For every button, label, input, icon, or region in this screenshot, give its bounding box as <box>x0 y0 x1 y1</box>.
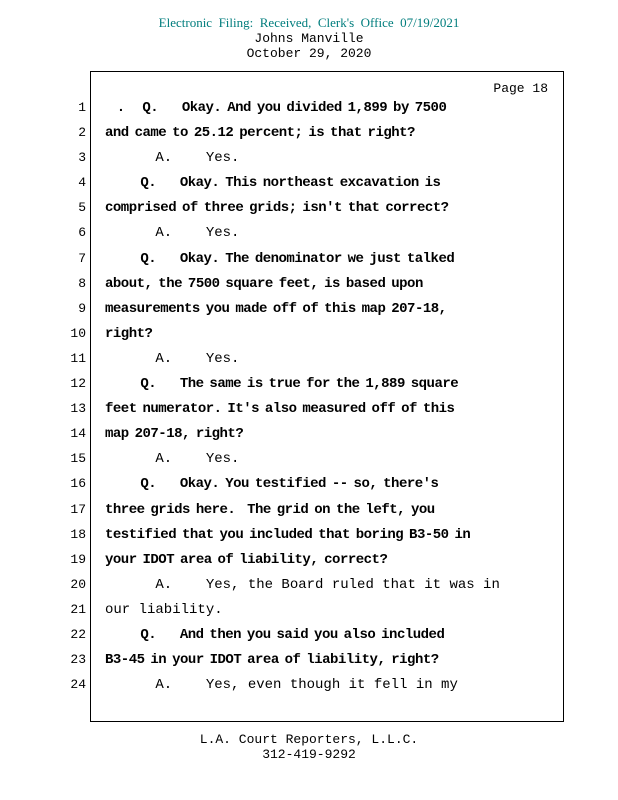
line-number: 20 <box>70 576 86 592</box>
line-number: 21 <box>70 601 86 617</box>
line-text: our liability. <box>105 601 223 618</box>
transcript-line: 1 . Q. Okay. And you divided 1,899 by 75… <box>0 100 618 125</box>
line-number: 3 <box>78 150 86 166</box>
line-number: 6 <box>78 225 86 241</box>
transcript-line: 17 three grids here. The grid on the lef… <box>0 502 618 527</box>
transcript-line: 18 testified that you included that bori… <box>0 527 618 552</box>
transcript-line: 8 about, the 7500 square feet, is based … <box>0 276 618 301</box>
transcript-line: 22 Q. And then you said you also include… <box>0 627 618 652</box>
transcript-line: 23 B3-45 in your IDOT area of liability,… <box>0 652 618 677</box>
court-reporter-phone: 312-419-9292 <box>262 747 356 762</box>
line-number: 15 <box>70 451 86 467</box>
transcript-line: 21 our liability. <box>0 602 618 627</box>
transcript-line: 4 Q. Okay. This northeast excavation is <box>0 175 618 200</box>
line-text: A. Yes. <box>105 225 240 242</box>
transcript-line: 9 measurements you made off of this map … <box>0 301 618 326</box>
case-name: Johns Manville <box>254 31 364 46</box>
line-number: 24 <box>70 677 86 693</box>
line-text: measurements you made off of this map 20… <box>105 300 447 317</box>
line-number: 23 <box>70 652 86 668</box>
line-text: . Q. Okay. And you divided 1,899 by 7500 <box>105 100 447 116</box>
filing-header: Electronic Filing: Received, Clerk's Off… <box>158 15 460 30</box>
line-number: 14 <box>70 426 86 442</box>
line-number: 4 <box>78 175 86 191</box>
transcript-line: 14 map 207-18, right? <box>0 426 618 451</box>
line-text: Q. Okay. You testified -- so, there's <box>105 476 439 493</box>
line-text: testified that you included that boring … <box>105 526 471 543</box>
page-number-label: Page 18 <box>493 81 548 96</box>
line-text: feet numerator. It's also measured off o… <box>105 401 455 418</box>
transcript-line: 19 your IDOT area of liability, correct? <box>0 552 618 577</box>
line-text: A. Yes, the Board ruled that it was in <box>105 576 500 593</box>
line-text: Q. And then you said you also included <box>105 626 445 643</box>
line-text: and came to 25.12 percent; is that right… <box>105 125 415 142</box>
line-number: 7 <box>78 250 86 266</box>
line-text: A. Yes. <box>105 350 240 367</box>
transcript-line: 6 A. Yes. <box>0 225 618 250</box>
line-number: 16 <box>70 476 86 492</box>
line-number: 19 <box>70 551 86 567</box>
transcript-line: 11 A. Yes. <box>0 351 618 376</box>
line-text: Q. Okay. The denominator we just talked <box>105 250 455 267</box>
transcript-line: 15 A. Yes. <box>0 451 618 476</box>
line-text: A. Yes, even though it fell in my <box>105 677 458 694</box>
line-text: comprised of three grids; isn't that cor… <box>105 200 449 217</box>
line-text: Q. Okay. This northeast excavation is <box>105 175 441 192</box>
transcript-line: 5 comprised of three grids; isn't that c… <box>0 200 618 225</box>
line-text: your IDOT area of liability, correct? <box>105 551 388 568</box>
transcript-line: 12 Q. The same is true for the 1,889 squ… <box>0 376 618 401</box>
line-number: 13 <box>70 401 86 417</box>
line-text: B3-45 in your IDOT area of liability, ri… <box>105 652 439 669</box>
line-text: about, the 7500 square feet, is based up… <box>105 275 423 292</box>
transcript-line: 20 A. Yes, the Board ruled that it was i… <box>0 577 618 602</box>
line-text: three grids here. The grid on the left, … <box>105 501 435 518</box>
line-number: 9 <box>78 300 86 316</box>
transcript-line: 7 Q. Okay. The denominator we just talke… <box>0 251 618 276</box>
transcript-lines: 1 . Q. Okay. And you divided 1,899 by 75… <box>0 100 618 702</box>
line-text: Q. The same is true for the 1,889 square <box>105 376 459 393</box>
page-footer: L.A. Court Reporters, L.L.C. 312-419-929… <box>0 732 618 762</box>
line-number: 5 <box>78 200 86 216</box>
line-text: A. Yes. <box>105 451 240 468</box>
line-text: right? <box>105 325 153 342</box>
line-number: 17 <box>70 501 86 517</box>
line-number: 18 <box>70 526 86 542</box>
line-number: 10 <box>70 325 86 341</box>
line-text: A. Yes. <box>105 150 240 167</box>
line-number: 2 <box>78 125 86 141</box>
transcript-line: 16 Q. Okay. You testified -- so, there's <box>0 476 618 501</box>
line-number: 22 <box>70 626 86 642</box>
transcript-line: 24 A. Yes, even though it fell in my <box>0 677 618 702</box>
transcript-line: 10 right? <box>0 326 618 351</box>
transcript-line: 3 A. Yes. <box>0 150 618 175</box>
deposition-date: October 29, 2020 <box>246 46 372 61</box>
transcript-line: 13 feet numerator. It's also measured of… <box>0 401 618 426</box>
transcript-line: 2 and came to 25.12 percent; is that rig… <box>0 125 618 150</box>
line-text: map 207-18, right? <box>105 426 244 443</box>
line-number: 1 <box>78 100 86 115</box>
line-number: 12 <box>70 376 86 392</box>
page-header: Electronic Filing: Received, Clerk's Off… <box>0 15 618 61</box>
line-number: 8 <box>78 275 86 291</box>
line-number: 11 <box>70 350 86 366</box>
court-reporter-name: L.A. Court Reporters, L.L.C. <box>199 732 419 747</box>
